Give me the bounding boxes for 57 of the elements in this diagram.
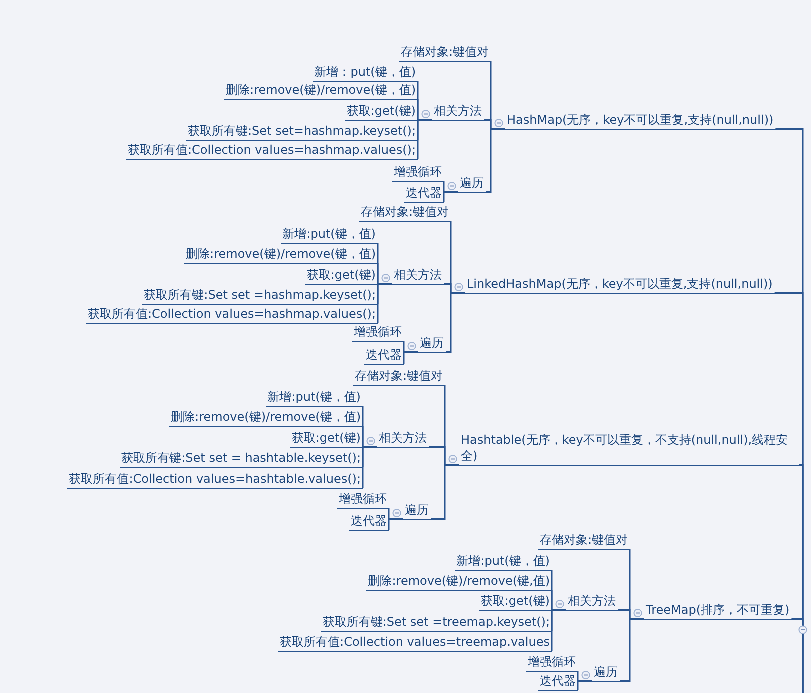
branch-label: Hashtable(无序，key不可以重复，不支持(null,null),线程安全) <box>459 432 799 466</box>
topic-label: 迭代器 <box>349 513 389 531</box>
topic-label: 获取所有键:Set set=hashmap.keyset(); <box>186 123 418 141</box>
topic-label: 删除:remove(键)/remove(键,值) <box>366 573 552 591</box>
topic-label: 获取:get(键) <box>344 103 418 121</box>
topic-label: 新增：put(键，值) <box>312 64 418 82</box>
topic-label: 迭代器 <box>364 347 404 365</box>
branch-label: TreeMap(排序，不可重复) <box>644 602 792 620</box>
branch-label: HashMap(无序，key不可以重复,支持(null,null)) <box>505 112 776 130</box>
branch-label: 遍历 <box>418 335 446 353</box>
topic-label: 新增:put(键，值) <box>454 553 552 571</box>
topic-label: 存储对象:键值对 <box>352 368 445 386</box>
branch-label: 相关方法 <box>377 430 429 448</box>
topic-label: 获取所有值:Collection values=hashmap.values(); <box>86 306 378 324</box>
topic-label: 获取所有值:Collection values=treemap.values <box>278 634 552 652</box>
topic-label: 获取:get(键) <box>304 267 378 285</box>
topic-label: 存储对象:键值对 <box>398 44 491 62</box>
topic-label: 获取所有键:Set set =hashmap.keyset(); <box>142 287 378 305</box>
branch-label: LinkedHashMap(无序，key不可以重复,支持(null,null)) <box>465 276 775 294</box>
branch-label: 相关方法 <box>432 103 484 121</box>
topic-label: 增强循环 <box>352 324 404 342</box>
topic-label: 删除:remove(键)/remove(键，值) <box>169 409 363 427</box>
connector-line <box>417 120 432 160</box>
branch-label: 相关方法 <box>566 593 618 611</box>
branch-label: 遍历 <box>458 175 486 193</box>
topic-label: 删除:remove(键)/remove(键，值) <box>224 82 418 100</box>
connector-line <box>403 352 418 365</box>
branch-label: 相关方法 <box>392 267 444 285</box>
topic-label: 存储对象:键值对 <box>358 204 451 222</box>
connector-line <box>388 518 403 531</box>
connector-line <box>377 284 392 324</box>
connector-line <box>443 192 458 203</box>
topic-label: 新增:put(键，值) <box>266 389 363 407</box>
topic-label: 获取所有键:Set set =treemap.keyset(); <box>320 614 552 632</box>
branch-label: 遍历 <box>592 664 620 682</box>
connector-line <box>620 618 644 682</box>
topic-label: 新增:put(键，值) <box>280 226 378 244</box>
branch-label: 遍历 <box>403 502 431 520</box>
topic-label: 获取:get(键) <box>290 430 363 448</box>
topic-label: 获取:get(键) <box>478 593 552 611</box>
topic-label: 存储对象:键值对 <box>538 532 630 550</box>
topic-label: 迭代器 <box>538 673 578 691</box>
topic-label: 获取所有值:Collection values=hashtable.values(); <box>67 471 363 489</box>
topic-label: 增强循环 <box>392 164 444 182</box>
connector-line <box>792 618 804 693</box>
topic-label: 获取所有值:Collection values=hashmap.values(); <box>126 142 418 160</box>
topic-label: 获取所有键:Set set = hashtable.keyset(); <box>120 450 363 468</box>
connector-line <box>551 610 566 652</box>
connector-line <box>431 464 459 520</box>
topic-label: 删除:remove(键)/remove(键，值) <box>184 246 378 264</box>
connector-line <box>486 128 505 193</box>
connector-line <box>362 446 377 489</box>
connector-line <box>577 680 592 691</box>
connector-line <box>446 292 465 353</box>
topic-label: 迭代器 <box>404 185 444 203</box>
topic-label: 增强循环 <box>337 491 389 509</box>
topic-label: 增强循环 <box>526 654 578 672</box>
